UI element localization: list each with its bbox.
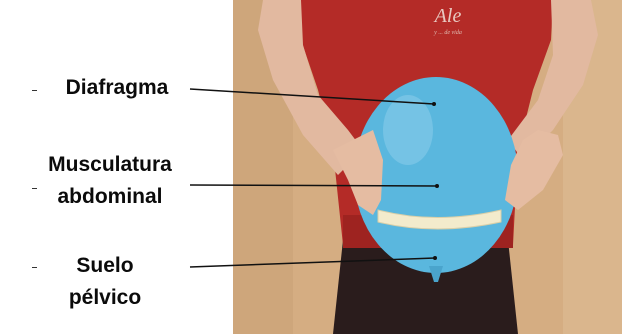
bullet-marker (32, 90, 37, 91)
label-line: pélvico (50, 286, 160, 310)
label-line: abdominal (30, 185, 190, 209)
bullet-marker (32, 267, 37, 268)
label-diafragma: Diafragma (47, 76, 187, 100)
label-musculatura: Musculatura abdominal (30, 153, 190, 209)
label-line: Suelo (50, 254, 160, 278)
pointer-diafragma (190, 89, 434, 104)
label-suelo: Suelo pélvico (50, 254, 160, 310)
label-line: Musculatura (30, 153, 190, 177)
label-line: Diafragma (47, 76, 187, 100)
pointer-suelo (190, 258, 435, 267)
pointer-musculatura (190, 185, 437, 186)
